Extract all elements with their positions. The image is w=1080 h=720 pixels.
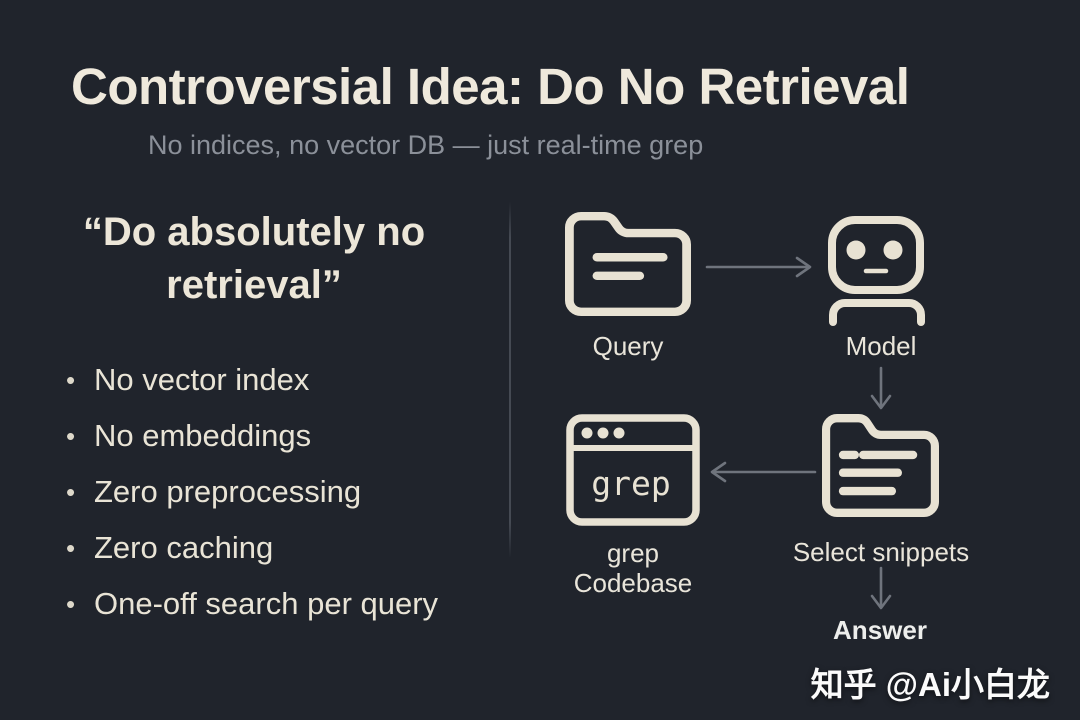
arrow-down-icon — [870, 366, 892, 410]
bullet-text: No vector index — [94, 362, 310, 397]
bullet-item: • Zero preprocessing — [66, 464, 438, 520]
bullet-dot: • — [66, 588, 76, 619]
arrow-left-icon — [710, 461, 817, 483]
bullet-list: • No vector index • No embeddings • Zero… — [66, 352, 438, 632]
bullet-item: • One-off search per query — [66, 576, 438, 632]
grep-label: grep Codebase — [563, 538, 703, 598]
quote-line-2: retrieval” — [166, 263, 342, 307]
browser-window-icon: grep — [566, 414, 700, 526]
bullet-dot: • — [66, 420, 76, 451]
bullet-item: • No embeddings — [66, 408, 438, 464]
arrow-right-icon — [705, 256, 812, 278]
page-subtitle: No indices, no vector DB — just real-tim… — [148, 130, 704, 160]
bot-icon — [828, 216, 925, 326]
quote: “Do absolutely no retrieval” — [28, 206, 480, 312]
grep-label-line-1: grep — [606, 538, 660, 568]
watermark: 知乎 @Ai小白龙 — [810, 666, 1050, 703]
arrow-down-icon — [870, 566, 892, 610]
grep-window-text: grep — [591, 464, 670, 503]
quote-line-1: “Do absolutely no — [82, 210, 426, 254]
vertical-divider — [509, 202, 511, 558]
grep-label-line-2: Codebase — [573, 568, 693, 598]
bullet-item: • No vector index — [66, 352, 438, 408]
bullet-text: One-off search per query — [94, 586, 439, 621]
bullet-dot: • — [66, 532, 76, 563]
bullet-text: Zero caching — [94, 530, 274, 565]
bullet-item: • Zero caching — [66, 520, 438, 576]
snippets-label: Select snippets — [792, 537, 970, 567]
model-label: Model — [845, 331, 917, 361]
page-title: Controversial Idea: Do No Retrieval — [71, 58, 910, 115]
bullet-dot: • — [66, 476, 76, 507]
bullet-text: Zero preprocessing — [94, 474, 362, 509]
folder-icon — [564, 212, 691, 316]
answer-label: Answer — [833, 615, 927, 645]
bullet-text: No embeddings — [94, 418, 312, 453]
folder-snippets-icon — [822, 414, 939, 517]
bullet-dot: • — [66, 364, 76, 395]
query-label: Query — [592, 331, 664, 361]
